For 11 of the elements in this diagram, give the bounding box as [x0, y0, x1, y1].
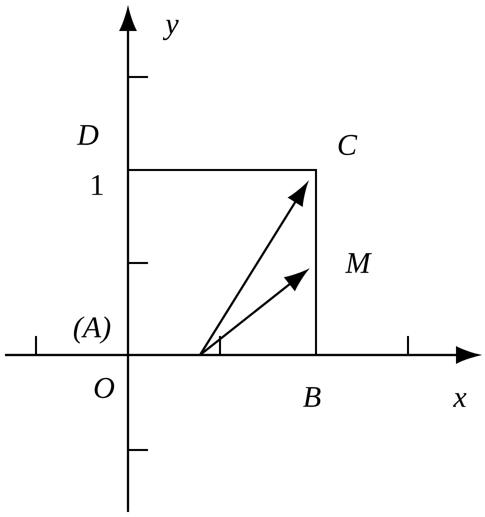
vector-arrow	[199, 270, 308, 356]
axis-label: y	[162, 20, 179, 40]
point-label: M	[345, 253, 372, 273]
axis-label: x	[452, 393, 466, 407]
axis-label: B	[303, 387, 321, 407]
axis-label: (A)	[74, 316, 110, 344]
axis-label: O	[94, 378, 114, 398]
axis-label: D	[76, 125, 98, 145]
axis-label: 1	[92, 175, 103, 195]
vector-arrow	[199, 183, 308, 356]
point-label: C	[338, 134, 358, 156]
